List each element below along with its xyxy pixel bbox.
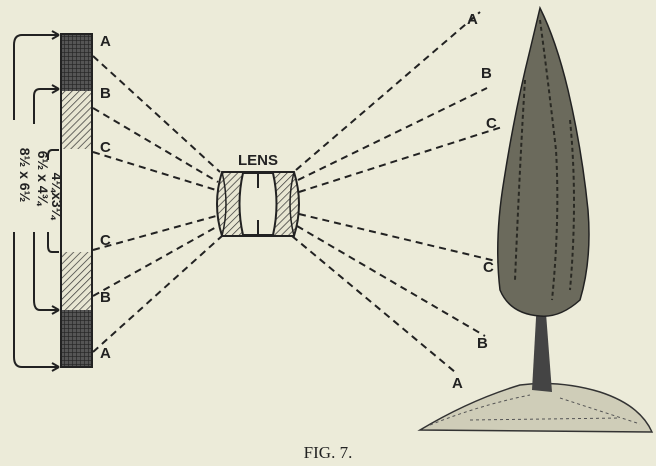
figure-caption: FIG. 7.	[304, 443, 353, 462]
object-label-c-top: C	[486, 115, 497, 132]
plate-label-a-bottom: A	[100, 345, 111, 362]
plate-label-b-top: B	[100, 85, 111, 102]
object-label-a-bottom: A	[452, 375, 463, 392]
object-label-a-top: A	[467, 11, 478, 28]
dimension-4-25x3-25: 4¼x3¼	[49, 173, 65, 221]
dimension-8-5x6-5: 8½ x 6½	[17, 148, 33, 203]
cypress-tree	[417, 5, 654, 433]
lens-label: LENS	[238, 152, 278, 169]
object-label-b-bottom: B	[477, 335, 488, 352]
lens	[216, 171, 300, 237]
plate-label-b-bottom: B	[100, 289, 111, 306]
light-rays	[92, 11, 503, 373]
plate-label-a-top: A	[100, 33, 111, 50]
object-label-c-bottom: C	[483, 259, 494, 276]
photographic-plate	[60, 33, 93, 368]
plate-label-c-bottom: C	[100, 232, 111, 249]
dimension-brackets	[13, 30, 60, 372]
dimension-6-5x4-75: 6½ x 4¾	[35, 151, 51, 207]
plate-label-c-top: C	[100, 139, 111, 156]
object-label-b-top: B	[481, 65, 492, 82]
